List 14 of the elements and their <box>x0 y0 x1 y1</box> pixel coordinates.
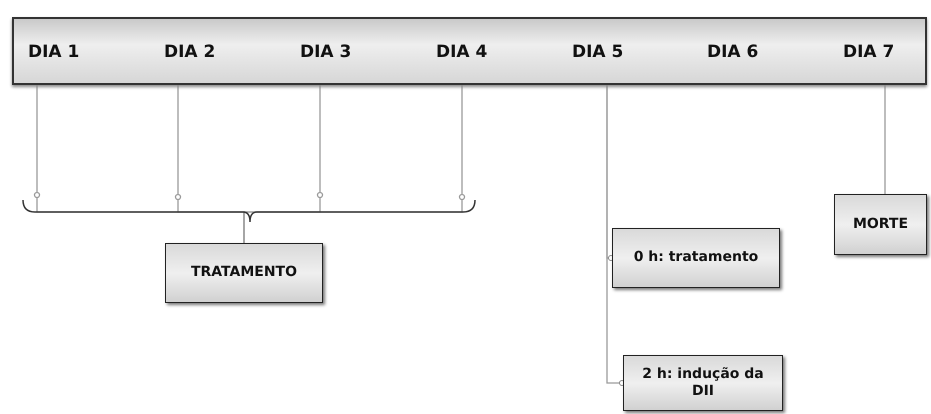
connector-line <box>884 85 886 194</box>
timeline-bar <box>12 17 927 85</box>
day-label: DIA 7 <box>843 42 894 62</box>
pin-line <box>606 85 625 386</box>
day-label: DIA 1 <box>28 42 80 62</box>
day-label: DIA 3 <box>300 42 352 62</box>
day-label: DIA 4 <box>436 42 488 62</box>
timepoint-box: 2 h: indução da DII <box>623 355 783 411</box>
day-label: DIA 2 <box>164 42 216 62</box>
phase-box: TRATAMENTO <box>165 243 323 303</box>
day-label: DIA 6 <box>707 42 758 62</box>
timepoint-box: 0 h: tratamento <box>612 228 780 288</box>
event-box: MORTE <box>834 194 927 255</box>
day-label: DIA 5 <box>572 42 624 62</box>
